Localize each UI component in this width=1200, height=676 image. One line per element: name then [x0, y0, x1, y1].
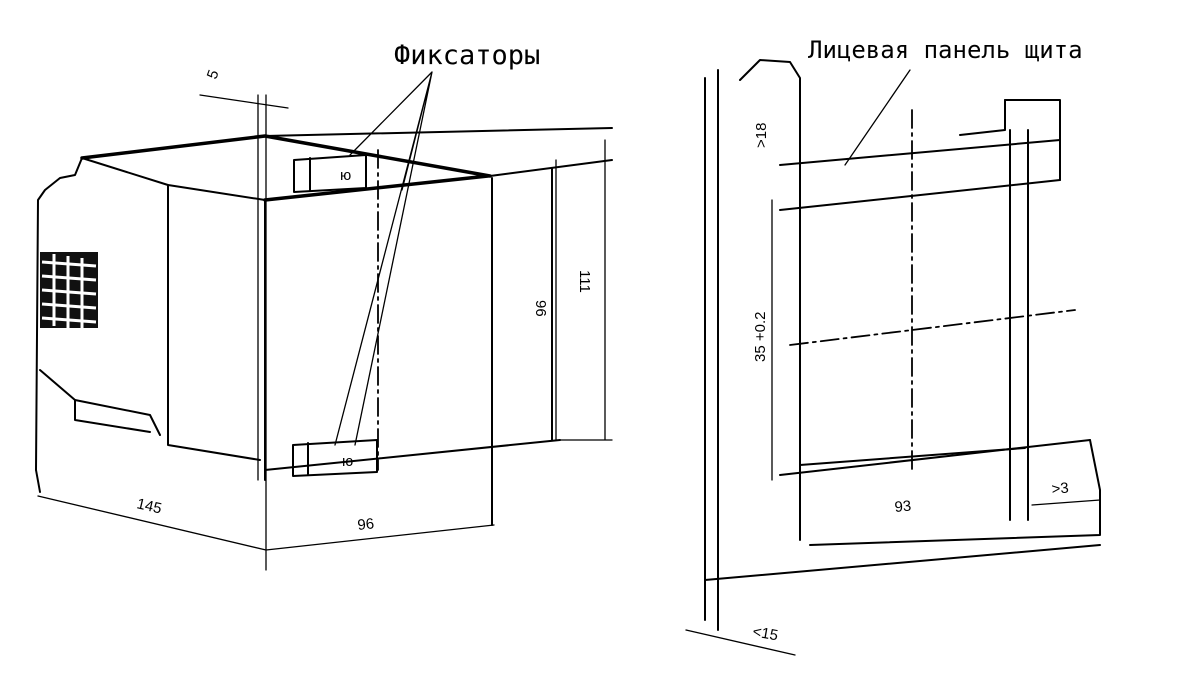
- fixator-top: ю: [293, 154, 367, 193]
- dim-96-bottom: 96: [357, 515, 375, 534]
- dim-18: >18: [753, 123, 770, 148]
- vent-grille: [40, 252, 98, 328]
- dim-111: 111: [576, 270, 593, 293]
- device-housing-view: ю ю: [35, 71, 613, 571]
- dim-96-side: 96: [532, 300, 549, 317]
- fixators-label: Фиксаторы: [394, 40, 540, 71]
- dim-15: <15: [751, 623, 779, 644]
- panel-label: Лицевая панель щита: [808, 36, 1083, 64]
- dim-3: >3: [1051, 480, 1070, 498]
- dim-145: 145: [135, 495, 163, 517]
- svg-text:ю: ю: [340, 167, 351, 184]
- dim-5: 5: [204, 68, 223, 82]
- panel-cutout-view: [685, 59, 1101, 656]
- dim-35: 35 +0.2: [752, 312, 769, 362]
- fixator-bottom: ю: [292, 439, 378, 477]
- svg-text:ю: ю: [342, 453, 353, 470]
- dim-93: 93: [894, 498, 912, 516]
